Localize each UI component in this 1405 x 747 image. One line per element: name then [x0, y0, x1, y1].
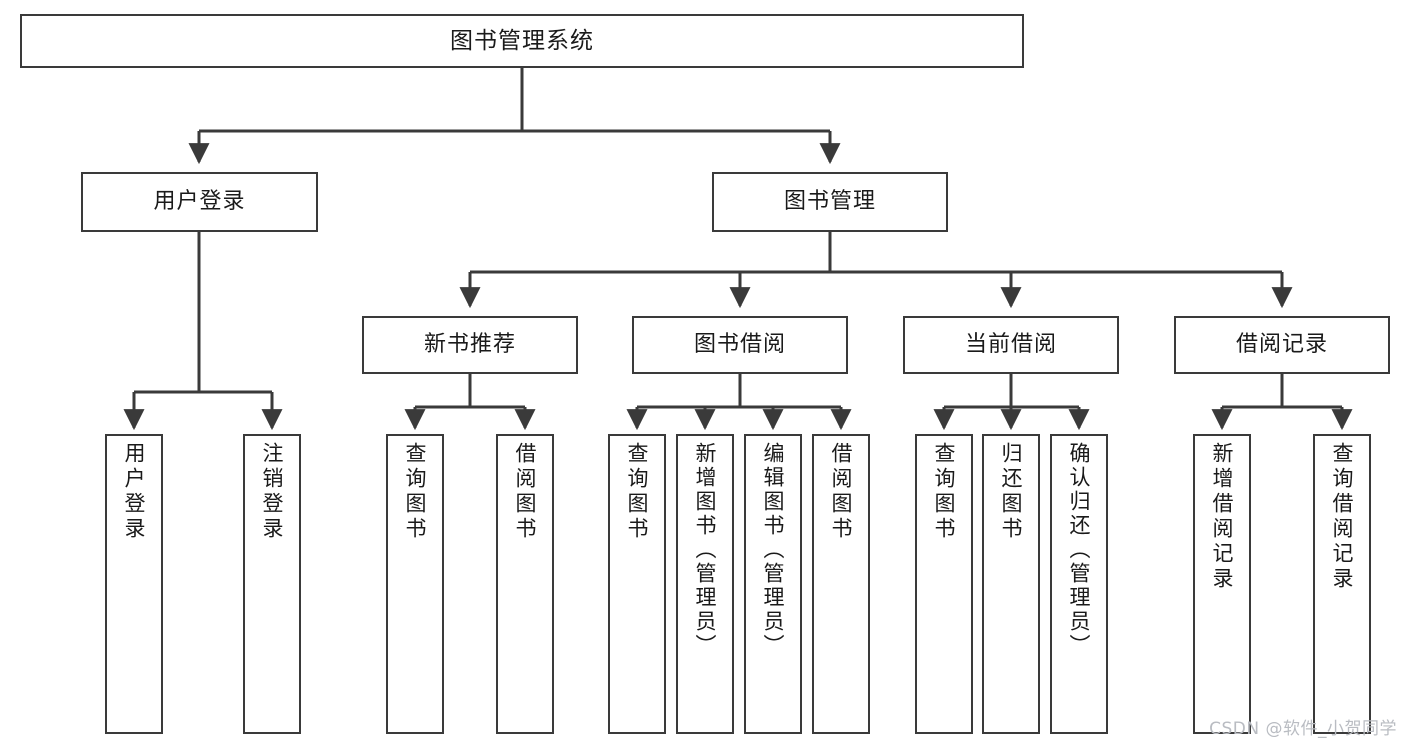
leaf-user-login-0[interactable]: 用户登录 — [105, 434, 163, 734]
leaf-borrow-record-0[interactable]: 新增借阅记录 — [1193, 434, 1251, 734]
leaf-borrow-record-1[interactable]: 查询借阅记录 — [1313, 434, 1371, 734]
node-label: 归还图书 — [999, 442, 1024, 542]
node-label: 查询图书 — [625, 442, 650, 542]
leaf-book-borrow-2[interactable]: 编辑图书（管理员） — [744, 434, 802, 734]
node-label: 用户登录 — [153, 189, 246, 215]
node-label: 新增借阅记录 — [1210, 442, 1235, 592]
leaf-current-borrow-2[interactable]: 确认归还（管理员） — [1050, 434, 1108, 734]
node-label: 新增图书（管理员） — [693, 442, 718, 658]
node-label: 查询图书 — [932, 442, 957, 542]
leaf-book-borrow-0[interactable]: 查询图书 — [608, 434, 666, 734]
node-label: 图书借阅 — [693, 332, 786, 358]
node-new-book-recommend[interactable]: 新书推荐 — [362, 316, 578, 374]
node-label: 查询图书 — [403, 442, 428, 542]
leaf-new-book-recommend-0[interactable]: 查询图书 — [386, 434, 444, 734]
node-label: 查询借阅记录 — [1330, 442, 1355, 592]
node-label: 借阅图书 — [513, 442, 538, 542]
node-label: 确认归还（管理员） — [1067, 442, 1092, 658]
node-label: 借阅记录 — [1235, 332, 1328, 358]
node-current-borrow[interactable]: 当前借阅 — [903, 316, 1119, 374]
node-label: 借阅图书 — [829, 442, 854, 542]
node-borrow-record[interactable]: 借阅记录 — [1174, 316, 1390, 374]
leaf-current-borrow-1[interactable]: 归还图书 — [982, 434, 1040, 734]
node-root-system[interactable]: 图书管理系统 — [20, 14, 1024, 68]
node-label: 编辑图书（管理员） — [761, 442, 786, 658]
node-label: 注销登录 — [260, 442, 285, 542]
leaf-user-login-1[interactable]: 注销登录 — [243, 434, 301, 734]
leaf-current-borrow-0[interactable]: 查询图书 — [915, 434, 973, 734]
leaf-new-book-recommend-1[interactable]: 借阅图书 — [496, 434, 554, 734]
node-label: 用户登录 — [122, 442, 147, 542]
node-user-login[interactable]: 用户登录 — [81, 172, 318, 232]
node-label: 图书管理 — [783, 189, 876, 215]
node-label: 新书推荐 — [423, 332, 516, 358]
node-book-borrow[interactable]: 图书借阅 — [632, 316, 848, 374]
leaf-book-borrow-3[interactable]: 借阅图书 — [812, 434, 870, 734]
leaf-book-borrow-1[interactable]: 新增图书（管理员） — [676, 434, 734, 734]
node-label: 图书管理系统 — [450, 27, 594, 54]
node-label: 当前借阅 — [964, 332, 1057, 358]
node-book-manage[interactable]: 图书管理 — [712, 172, 948, 232]
